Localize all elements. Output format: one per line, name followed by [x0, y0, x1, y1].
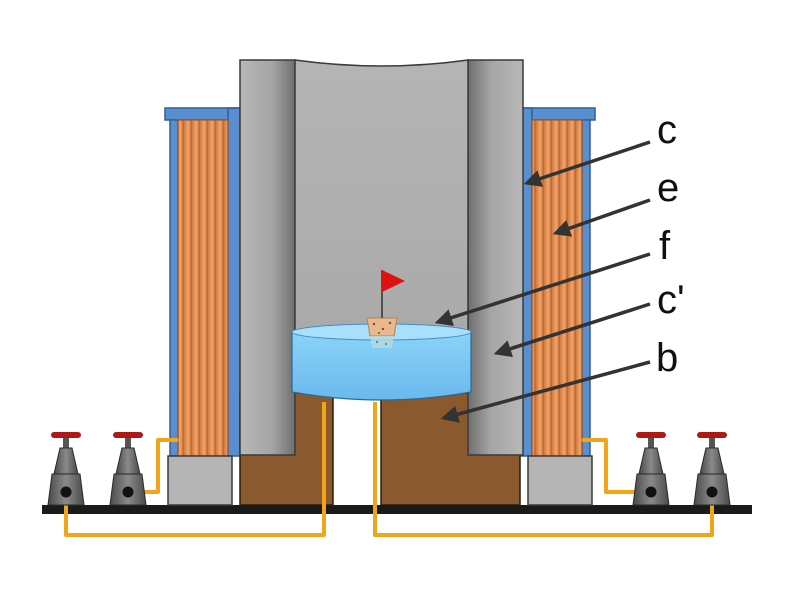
label-b: b	[656, 336, 678, 380]
arrow-c	[523, 140, 651, 187]
terminal-4	[693, 432, 731, 506]
arrow-c-prime	[493, 302, 651, 358]
right-pole-piece	[467, 59, 524, 456]
floating-cork	[366, 317, 398, 348]
arrow-b	[440, 360, 651, 423]
arrow-f	[434, 252, 651, 327]
right-coil-support	[527, 455, 593, 506]
left-coil-support	[167, 455, 233, 506]
central-core	[294, 59, 469, 393]
flag	[382, 270, 405, 292]
terminal-2	[109, 432, 147, 506]
label-e: e	[657, 166, 679, 210]
terminal-3	[632, 432, 670, 506]
label-f: f	[659, 224, 671, 268]
terminal-1	[47, 432, 85, 506]
label-c: c	[657, 108, 677, 152]
base-plate	[42, 505, 752, 514]
left-coil	[177, 119, 229, 457]
label-c-prime: c'	[657, 278, 685, 322]
left-pole-piece	[239, 59, 296, 456]
arrow-e	[552, 198, 651, 237]
